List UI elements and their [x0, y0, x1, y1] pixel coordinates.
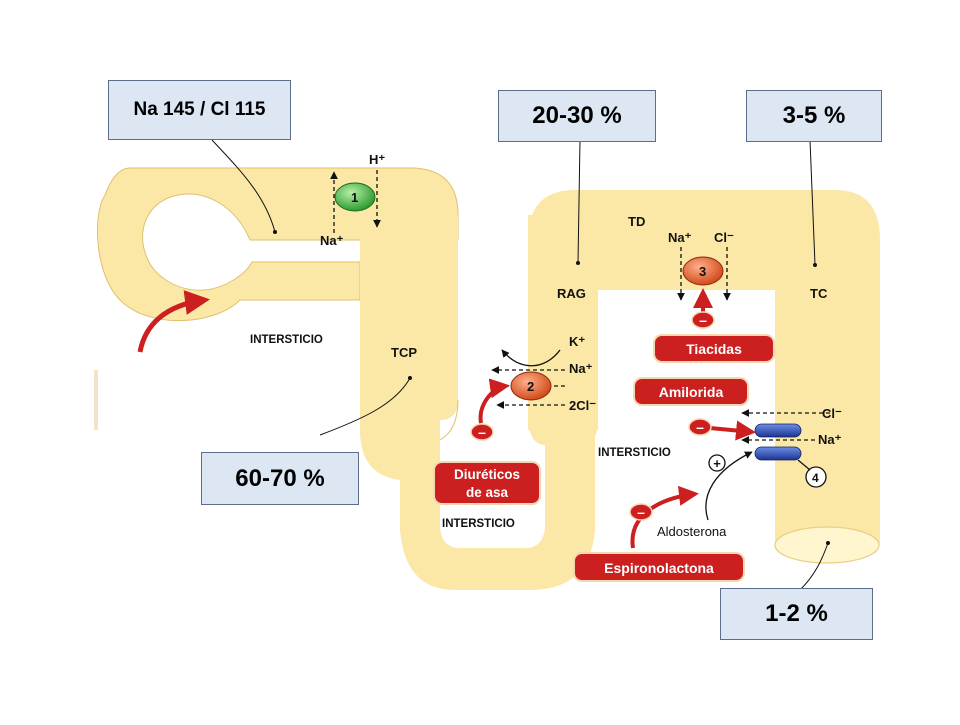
callout-loop: 20-30 % — [498, 90, 656, 142]
rag-bottom — [528, 420, 598, 445]
ion-h: H⁺ — [369, 152, 385, 167]
drug-espironolactona: Espironolactona — [573, 552, 745, 582]
inhibit-amilorida-sign: – — [696, 419, 704, 435]
ion-na-1: Na⁺ — [320, 233, 344, 248]
stimulate-aldosterona: + — [708, 454, 726, 472]
transporter-3-number: 3 — [699, 264, 706, 279]
ion-na-td: Na⁺ — [668, 230, 692, 245]
transporter-2: 2 — [491, 349, 565, 409]
transporter-4-number: 4 — [812, 471, 819, 485]
drug-amilorida-label: Amilorida — [659, 384, 724, 400]
amilorida-arrow — [709, 420, 756, 441]
transporter-2-number: 2 — [527, 379, 534, 394]
transporter-1-number: 1 — [351, 190, 358, 205]
transporter-1: 1 — [330, 170, 381, 233]
segment-rag: RAG — [557, 286, 586, 301]
aldosterona-label: Aldosterona — [657, 524, 727, 539]
loop-of-henle — [360, 400, 595, 590]
segment-tc: TC — [810, 286, 828, 301]
drug-diureticos: Diuréticos de asa — [433, 461, 541, 505]
stimulate-aldosterona-sign: + — [713, 456, 721, 471]
interstitium-right: INTERSTICIO — [598, 447, 671, 459]
drug-tiacidas: Tiacidas — [653, 334, 775, 363]
segment-td: TD — [628, 214, 645, 229]
callout-proximal: 60-70 % — [201, 452, 359, 505]
inhibit-espironolactona: – — [629, 503, 653, 521]
inhibit-espironolactona-sign: – — [637, 504, 645, 520]
inhibit-diureticos: – — [470, 423, 494, 441]
aldosterona-arrow — [705, 451, 753, 521]
interstitium-left: INTERSTICIO — [250, 334, 323, 346]
ion-na-4: Na⁺ — [818, 432, 842, 447]
ion-na-2: Na⁺ — [569, 361, 593, 376]
ion-k: K⁺ — [569, 334, 585, 349]
callout-final: 1-2 % — [720, 588, 873, 640]
ion-cl-4: Cl⁻ — [822, 406, 842, 421]
ion-cl-td: Cl⁻ — [714, 230, 734, 245]
espironolactona-arrow — [630, 485, 699, 549]
inhibit-tiacidas: – — [691, 311, 715, 329]
transporter-3: 3 — [677, 247, 731, 301]
drug-tiacidas-label: Tiacidas — [686, 341, 742, 357]
loop-inner-curve — [439, 399, 459, 441]
channel-4: 4 — [741, 409, 830, 488]
edge-mark — [94, 370, 98, 430]
segment-tcp: TCP — [391, 345, 417, 360]
callout-dots — [273, 230, 830, 545]
inhibit-tiacidas-sign: – — [699, 312, 707, 328]
callout-glomerulus: Na 145 / Cl 115 — [108, 80, 291, 140]
inhibit-diureticos-sign: – — [478, 424, 486, 440]
diureticos-arrow — [478, 378, 510, 424]
inhibit-amilorida: – — [688, 418, 712, 436]
drug-espironolactona-label: Espironolactona — [604, 560, 714, 576]
callout-collecting: 3-5 % — [746, 90, 882, 142]
entry-arrow — [137, 290, 210, 353]
interstitium-bottom: INTERSTICIO — [442, 518, 515, 530]
ion-2cl: 2Cl⁻ — [569, 398, 596, 413]
callout-leaders — [211, 139, 829, 591]
collecting-duct — [775, 240, 880, 545]
drug-diureticos-label-2: de asa — [466, 485, 509, 500]
descending-limb — [360, 215, 458, 405]
drug-diureticos-label-1: Diuréticos — [454, 467, 520, 482]
drug-amilorida: Amilorida — [633, 377, 749, 406]
